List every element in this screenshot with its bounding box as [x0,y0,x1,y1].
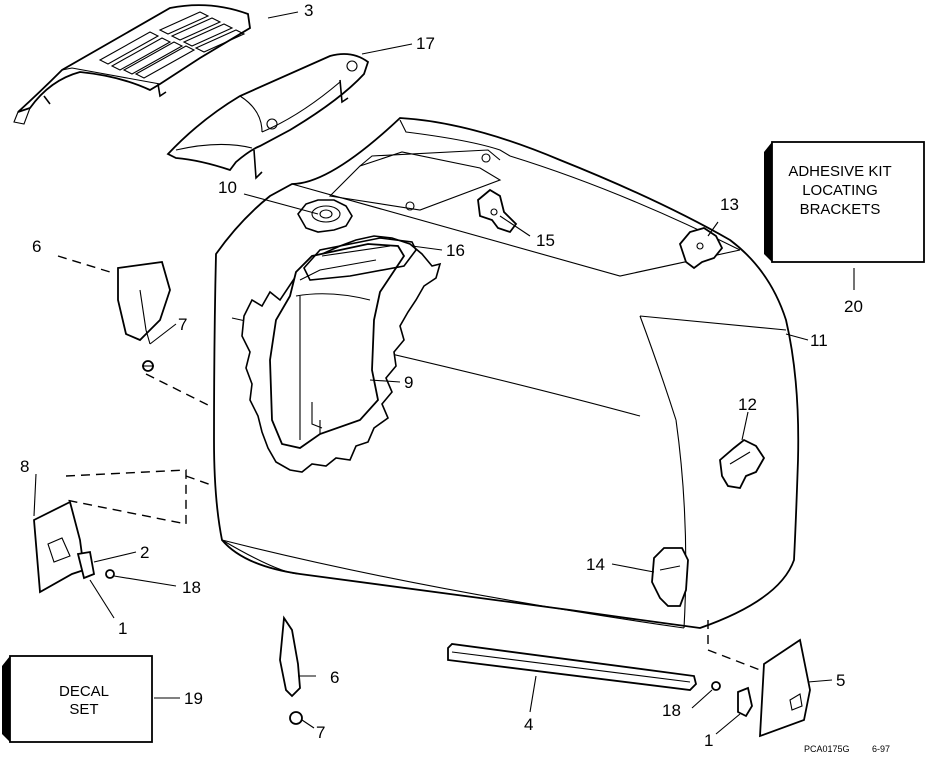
part-15-latch [477,188,518,234]
part-4-seal-strip [447,643,697,691]
callout-11: 11 [810,331,828,350]
callout-9: 9 [404,373,413,392]
part-13-bracket [678,227,724,270]
callout-12: 12 [738,395,757,414]
callout-5: 5 [836,671,845,690]
cutaway-view [241,235,442,473]
callout-10: 10 [218,178,237,197]
assembly-dashed-lines [57,255,761,671]
part-18-left-screw [105,569,115,579]
callout-15: 15 [536,231,555,250]
callout-2: 2 [140,543,149,562]
callout-4: 4 [524,715,533,734]
callout-6-lower: 6 [330,668,339,687]
adhesive-kit-line2: LOCATING [802,182,878,199]
callout-18-right: 18 [662,701,681,720]
part-1-right-bracket [737,686,753,718]
callout-14: 14 [586,555,605,574]
decal-set-box: DECAL SET [2,655,153,743]
callout-8: 8 [20,457,29,476]
callout-1-left: 1 [118,619,127,638]
vent-grille-part [13,4,251,125]
callout-6-upper: 6 [32,237,41,256]
callout-18-left: 18 [182,578,201,597]
callout-3: 3 [304,1,313,20]
callout-17: 17 [416,34,435,53]
decal-set-line2: SET [69,701,98,718]
callout-16: 16 [446,241,465,260]
callout-labels: 3 17 10 15 13 16 6 7 9 11 12 20 8 2 18 1… [20,1,863,750]
decal-set-line1: DECAL [59,683,109,700]
leader-lines [33,11,855,735]
part-2-bracket [76,550,96,580]
callout-7-lower: 7 [316,723,325,742]
adhesive-kit-line1: ADHESIVE KIT [788,163,891,180]
adhesive-kit-box: ADHESIVE KIT LOCATING BRACKETS [764,141,925,263]
part-18-right-screw [711,681,721,691]
figure-code: PCA0175G 6-97 [804,744,890,754]
adhesive-kit-line3: BRACKETS [800,201,881,218]
part-12-bracket [719,438,766,489]
callout-19: 19 [184,689,203,708]
figure-code-id: PCA0175G [804,744,850,754]
figure-code-date: 6-97 [872,744,890,754]
top-trim-cover-part [166,53,370,180]
part-8-panel [33,500,85,594]
part-5-cover [759,638,811,738]
callout-7-upper: 7 [178,315,187,334]
part-6-lower-bracket [279,615,301,698]
part-7-upper-screw [142,360,154,372]
part-10-fitting [297,199,353,233]
callout-1-right: 1 [704,731,713,750]
part-14-bracket [651,547,689,607]
part-7-lower-screw [289,711,303,725]
callout-13: 13 [720,195,739,214]
callout-20: 20 [844,297,863,316]
part-6-upper-bracket [117,261,171,345]
